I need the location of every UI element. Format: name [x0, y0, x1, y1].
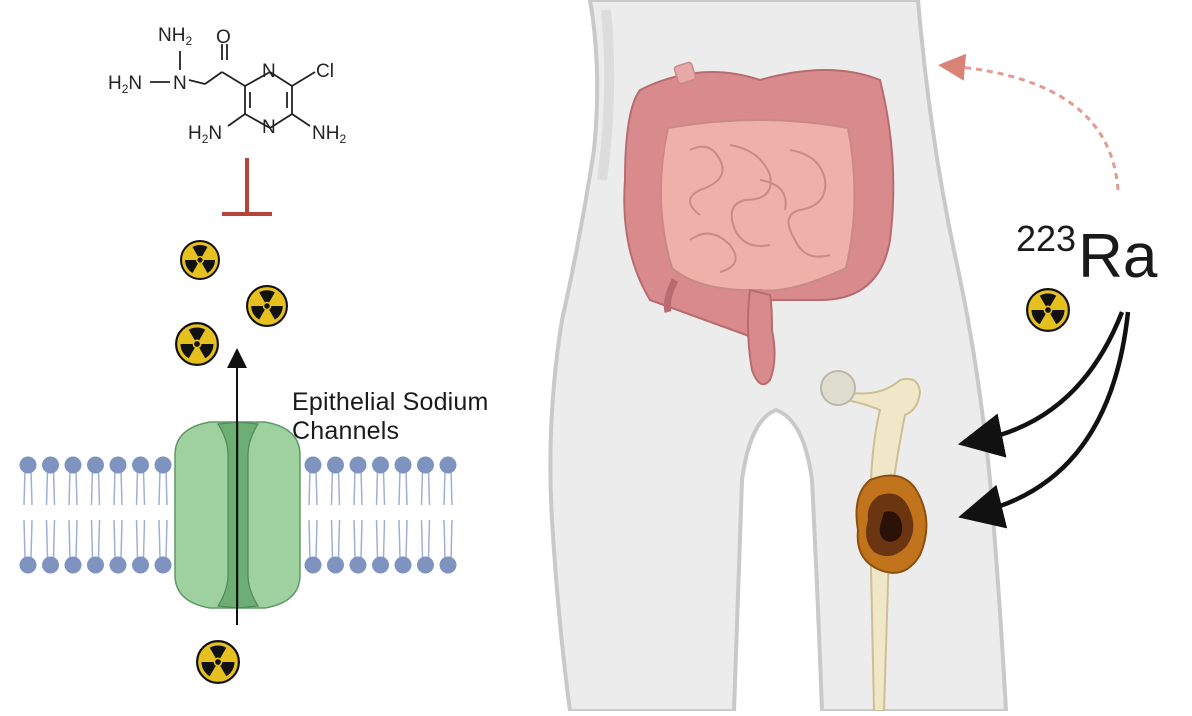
- lipid-tail: [420, 469, 431, 506]
- amino-label-left: H2N: [108, 73, 143, 96]
- lipid-tail: [113, 519, 123, 559]
- lipid-tail: [308, 469, 318, 506]
- chlorine-label: Cl: [316, 61, 334, 82]
- isotope-label: 223Ra: [1016, 218, 1158, 292]
- lipid-head: [109, 556, 127, 574]
- lipid-tail: [45, 519, 56, 559]
- radiation-icon: [1026, 288, 1070, 332]
- lipid-tail: [68, 469, 78, 506]
- channel-label: Epithelial Sodium Channels: [292, 388, 489, 445]
- lipid-tail: [23, 469, 33, 506]
- lipid-head: [394, 456, 412, 474]
- lipid-tail: [443, 469, 453, 506]
- lipid-tail: [398, 519, 408, 559]
- oxygen-label: O: [216, 27, 231, 48]
- lipid-tail: [158, 519, 168, 559]
- lipid-tail: [353, 519, 363, 559]
- lipid-head: [19, 456, 37, 474]
- radiation-icon: [180, 240, 220, 280]
- lipid-head: [372, 556, 389, 574]
- lipid-tail: [420, 519, 431, 559]
- lipid-head: [42, 456, 59, 474]
- lipid-head: [42, 556, 59, 574]
- lipid-head: [417, 456, 434, 474]
- lipid-head: [109, 456, 127, 474]
- lipid-tail: [330, 469, 341, 506]
- lipid-head: [132, 556, 149, 574]
- lipid-head: [304, 556, 322, 574]
- ring-nitrogen-top: N: [262, 61, 276, 82]
- radiation-icon: [246, 285, 288, 327]
- lipid-tail: [398, 469, 408, 506]
- lipid-tail: [158, 469, 168, 506]
- lipid-head: [372, 456, 389, 474]
- intestines: [623, 61, 895, 386]
- lipid-head: [417, 556, 434, 574]
- lipid-head: [154, 456, 172, 474]
- lipid-bilayer: [19, 456, 457, 574]
- lipid-head: [87, 456, 104, 474]
- lipid-tail: [113, 469, 123, 506]
- lipid-tail: [443, 519, 453, 559]
- lipid-tail: [90, 519, 101, 559]
- lipid-tail: [23, 519, 33, 559]
- lipid-head: [439, 456, 457, 474]
- lipid-head: [154, 556, 172, 574]
- lipid-head: [132, 456, 149, 474]
- molecule-structure: [150, 44, 316, 130]
- lipid-tail: [90, 469, 101, 506]
- radiation-icon: [175, 322, 219, 366]
- lipid-head: [349, 556, 367, 574]
- lipid-head: [19, 556, 37, 574]
- radiation-icon: [196, 640, 240, 684]
- ring-nitrogen-bottom: N: [262, 117, 276, 138]
- lipid-head: [64, 556, 82, 574]
- imine-label: N: [173, 73, 187, 94]
- lipid-head: [394, 556, 412, 574]
- bone-tumor: [855, 474, 928, 574]
- lipid-tail: [353, 469, 363, 506]
- amine-label: NH2: [158, 25, 193, 48]
- lipid-head: [87, 556, 104, 574]
- lipid-tail: [375, 519, 386, 559]
- lipid-tail: [45, 469, 56, 506]
- lipid-head: [327, 556, 344, 574]
- lipid-tail: [68, 519, 78, 559]
- lipid-head: [327, 456, 344, 474]
- lipid-head: [304, 456, 322, 474]
- amino-label-ring-left: H2N: [188, 123, 223, 146]
- redistribution-arrow: [938, 53, 1120, 191]
- amino-label-ring-right: NH2: [312, 123, 347, 146]
- lipid-tail: [308, 519, 318, 559]
- lipid-head: [64, 456, 82, 474]
- inhibition-bar: [222, 158, 272, 216]
- lipid-tail: [330, 519, 341, 559]
- lipid-tail: [135, 469, 146, 506]
- lipid-tail: [135, 519, 146, 559]
- delivery-arrows: [957, 311, 1131, 529]
- lipid-head: [439, 556, 457, 574]
- lipid-tail: [375, 469, 386, 506]
- lipid-head: [349, 456, 367, 474]
